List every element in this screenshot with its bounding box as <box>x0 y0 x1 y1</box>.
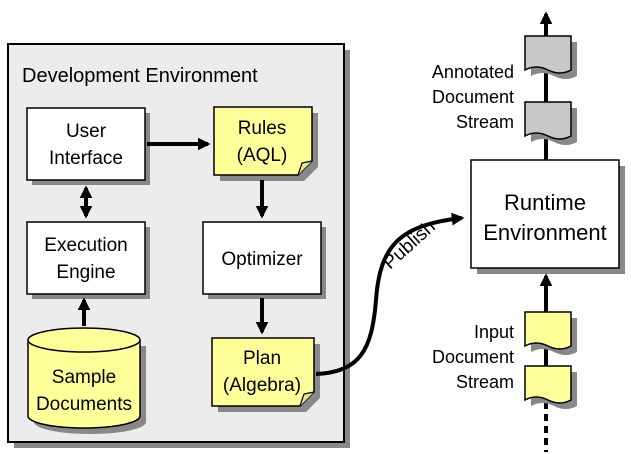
user-interface-label-line2: Interface <box>49 148 123 169</box>
rules-label-line1: Rules <box>238 118 287 139</box>
input-stream-label-line2: Document <box>432 347 514 367</box>
runtime-label-line2: Environment <box>483 220 607 245</box>
execution-engine-label-line2: Engine <box>56 262 115 283</box>
input-document-icon-2 <box>524 365 572 404</box>
execution-engine-label-line1: Execution <box>44 235 127 256</box>
rules-document: Rules (AQL) <box>213 106 318 181</box>
input-stream-label-line3: Stream <box>456 372 514 392</box>
runtime-environment-box: Runtime Environment <box>470 159 625 274</box>
sample-documents-label-line2: Documents <box>36 394 132 415</box>
optimizer-label: Optimizer <box>221 249 303 270</box>
development-environment-title: Development Environment <box>22 65 258 87</box>
annotated-document-icon-1 <box>524 35 572 74</box>
annotated-document-icon-2 <box>524 101 572 140</box>
publish-label: Publish <box>379 216 439 273</box>
optimizer-box: Optimizer <box>202 221 326 299</box>
sample-documents-label-line1: Sample <box>52 367 116 388</box>
annotated-stream-label-line1: Annotated <box>432 62 514 82</box>
rules-label-line2: (AQL) <box>237 145 288 166</box>
input-document-icon-1 <box>524 311 572 350</box>
annotated-document-stream: Annotated Document Stream <box>432 11 577 160</box>
annotated-stream-label-line3: Stream <box>456 112 514 132</box>
sample-documents-database: Sample Documents <box>27 327 146 434</box>
input-stream-label-line1: Input <box>474 322 514 342</box>
execution-engine-box: Execution Engine <box>26 221 150 299</box>
annotated-stream-label-line2: Document <box>432 87 514 107</box>
user-interface-label-line1: User <box>66 121 107 142</box>
input-document-stream: Input Document Stream <box>432 273 577 452</box>
plan-label-line2: (Algebra) <box>223 375 301 396</box>
user-interface-box: User Interface <box>26 107 150 185</box>
plan-label-line1: Plan <box>243 348 281 369</box>
runtime-label-line1: Runtime <box>504 190 586 215</box>
publish-arrow <box>315 212 465 376</box>
plan-document: Plan (Algebra) <box>211 337 320 412</box>
